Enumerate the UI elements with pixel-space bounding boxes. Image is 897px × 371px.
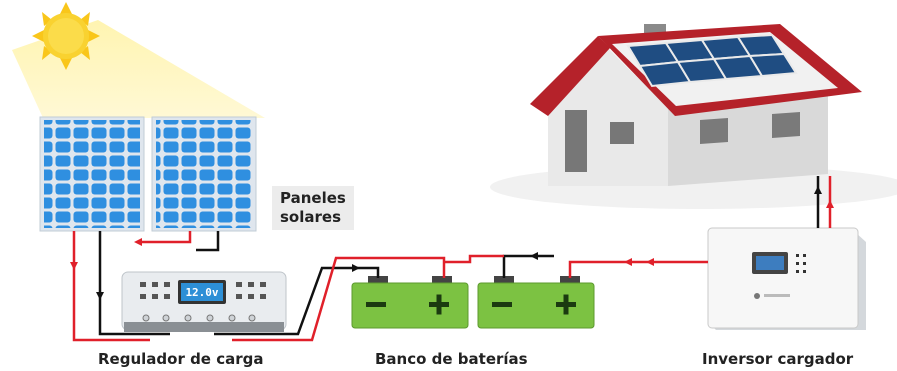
label-battery-bank: Banco de baterías [375,350,528,368]
charge-regulator [121,271,287,332]
label-inverter-charger: Inversor cargador [702,350,854,368]
regulator-display-value: 12.0v [185,286,219,299]
sun-icon [32,2,100,70]
label-charge-regulator: Regulador de carga [98,350,264,368]
battery-1 [351,276,469,329]
solar-panel-right [151,116,257,232]
house [490,24,897,209]
roof-solar-panels [626,33,798,88]
label-solar-panels: Paneles solares [272,186,354,230]
flow-arrows [70,186,834,300]
label-solar-panels-line2: solares [280,208,341,226]
solar-panel-left [39,116,145,232]
label-solar-panels-line1: Paneles [280,189,346,207]
battery-2 [477,276,595,329]
inverter-charger [707,227,866,330]
